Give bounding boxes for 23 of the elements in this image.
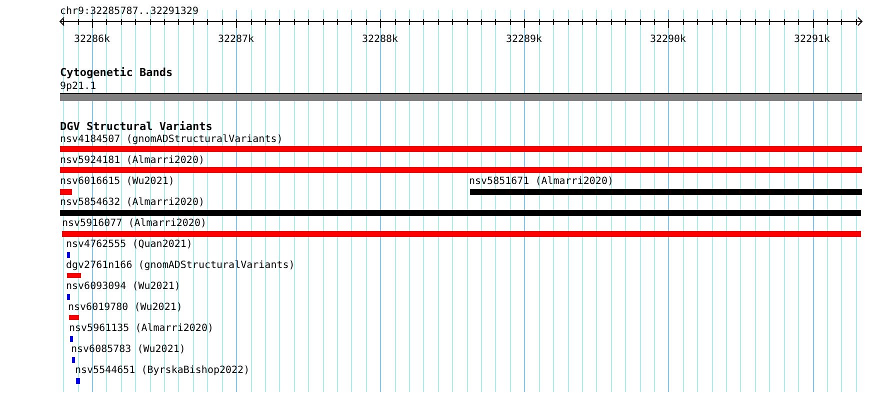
tick-label: 32289k (506, 34, 542, 46)
track-heading: DGV Structural Variants (60, 121, 212, 133)
variant-label: nsv5924181 (Almarri2020) (60, 155, 204, 167)
tick-label: 32291k (794, 34, 830, 46)
variant-label: dgv2761n166 (gnomADStructuralVariants) (66, 260, 295, 272)
variant-label: nsv6019780 (Wu2021) (68, 302, 182, 314)
variant-label: nsv6093094 (Wu2021) (66, 281, 180, 293)
variant-label: nsv4762555 (Quan2021) (66, 239, 192, 251)
tick-label: 32287k (218, 34, 254, 46)
variant-label: nsv5916077 (Almarri2020) (62, 218, 206, 230)
track-heading: Cytogenetic Bands (60, 67, 173, 79)
variant-label: nsv5961135 (Almarri2020) (69, 323, 214, 335)
variant-label: nsv4184507 (gnomADStructuralVariants) (60, 134, 283, 146)
tick-label: 32290k (650, 34, 686, 46)
tick-label: 32286k (74, 34, 110, 46)
variant-label: nsv6016615 (Wu2021) (60, 176, 174, 188)
variant-label: nsv6085783 (Wu2021) (71, 344, 186, 356)
tick-label: 32288k (362, 34, 398, 46)
variant-label: nsv5854632 (Almarri2020) (60, 197, 204, 209)
variant-label: nsv5851671 (Almarri2020) (469, 176, 614, 188)
band-label: 9p21.1 (60, 81, 96, 93)
variant-label: nsv5544651 (ByrskaBishop2022) (75, 365, 250, 377)
location-title: chr9:32285787..32291329 (60, 6, 198, 18)
